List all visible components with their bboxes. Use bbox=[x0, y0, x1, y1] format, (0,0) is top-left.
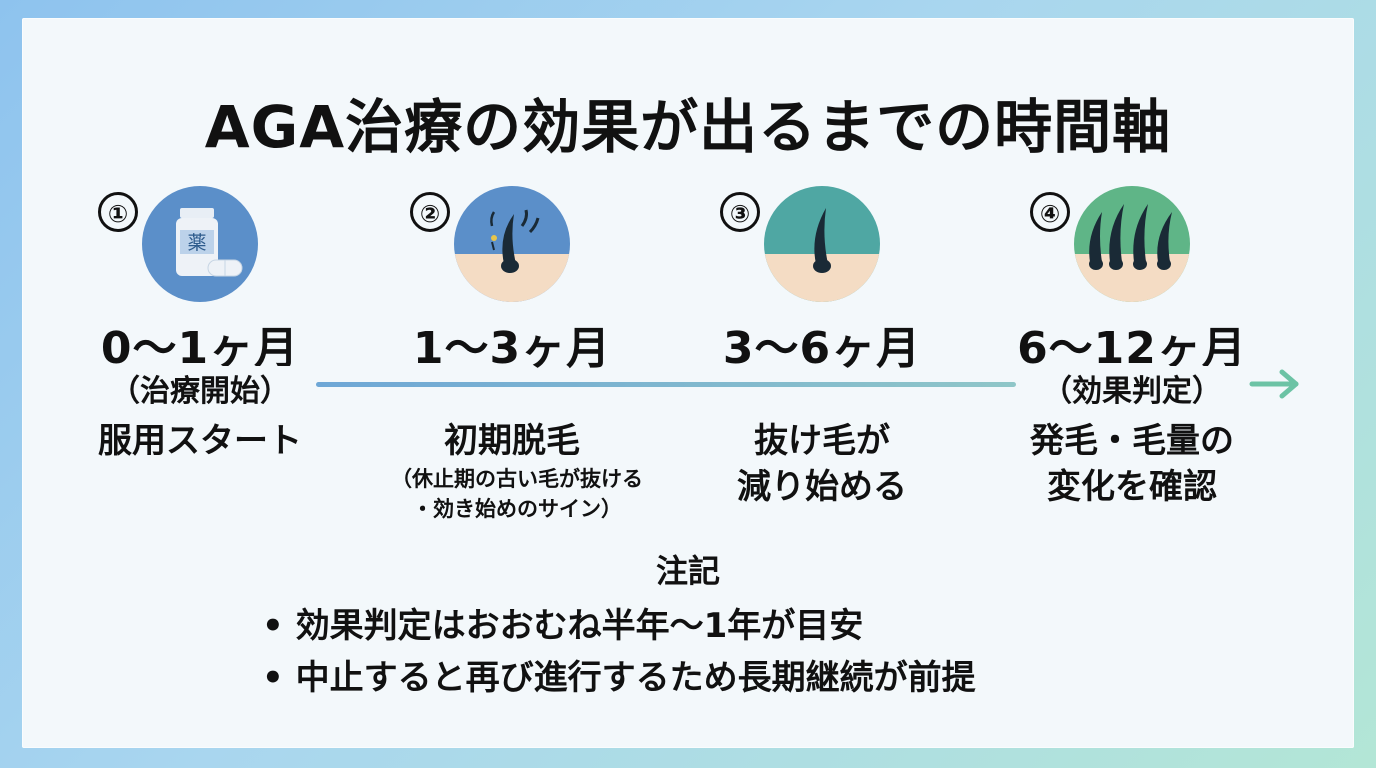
single-hair-icon bbox=[764, 186, 880, 302]
stage-4-number: ④ bbox=[1030, 192, 1070, 232]
note-item: • 効果判定はおおむね半年〜1年が目安 bbox=[262, 606, 864, 646]
stage-2-number: ② bbox=[410, 192, 450, 232]
arrow-right-icon bbox=[1249, 369, 1299, 399]
stage-3-number: ③ bbox=[720, 192, 760, 232]
timeline-line bbox=[316, 382, 1016, 387]
notes-list: • 効果判定はおおむね半年〜1年が目安 • 中止すると再び進行するため長期継続が… bbox=[262, 600, 976, 704]
hair-growth-icon bbox=[1074, 186, 1190, 302]
medicine-label: 薬 bbox=[187, 232, 206, 254]
page-title: AGA治療の効果が出るまでの時間軸 bbox=[204, 93, 1172, 161]
notes-title: 注記 bbox=[655, 552, 720, 590]
hair-shedding-icon bbox=[454, 186, 570, 302]
medicine-bottle-icon: 薬 bbox=[142, 186, 258, 302]
stage-2-description: 初期脱毛 bbox=[444, 421, 580, 461]
stage-2-period: 1〜3ヶ月 bbox=[412, 323, 612, 374]
stage-1-number: ① bbox=[98, 192, 138, 232]
stage-1-period: 0〜1ヶ月 bbox=[100, 323, 300, 374]
stage-3-period: 3〜6ヶ月 bbox=[722, 323, 922, 374]
stage-3-description: 抜け毛が 減り始める bbox=[737, 421, 907, 507]
stage-2-note: （休止期の古い毛が抜ける ・効き始めのサイン） bbox=[391, 467, 643, 521]
stage-1-sublabel: （治療開始） bbox=[50, 366, 350, 410]
stage-4-description: 発毛・毛量の 変化を確認 bbox=[1030, 421, 1234, 507]
stage-1-description: 服用スタート bbox=[98, 421, 302, 461]
note-item: • 中止すると再び進行するため長期継続が前提 bbox=[262, 658, 976, 698]
stage-4-sublabel: （効果判定） bbox=[982, 366, 1282, 410]
stage-4-period: 6〜12ヶ月 bbox=[1017, 323, 1247, 374]
